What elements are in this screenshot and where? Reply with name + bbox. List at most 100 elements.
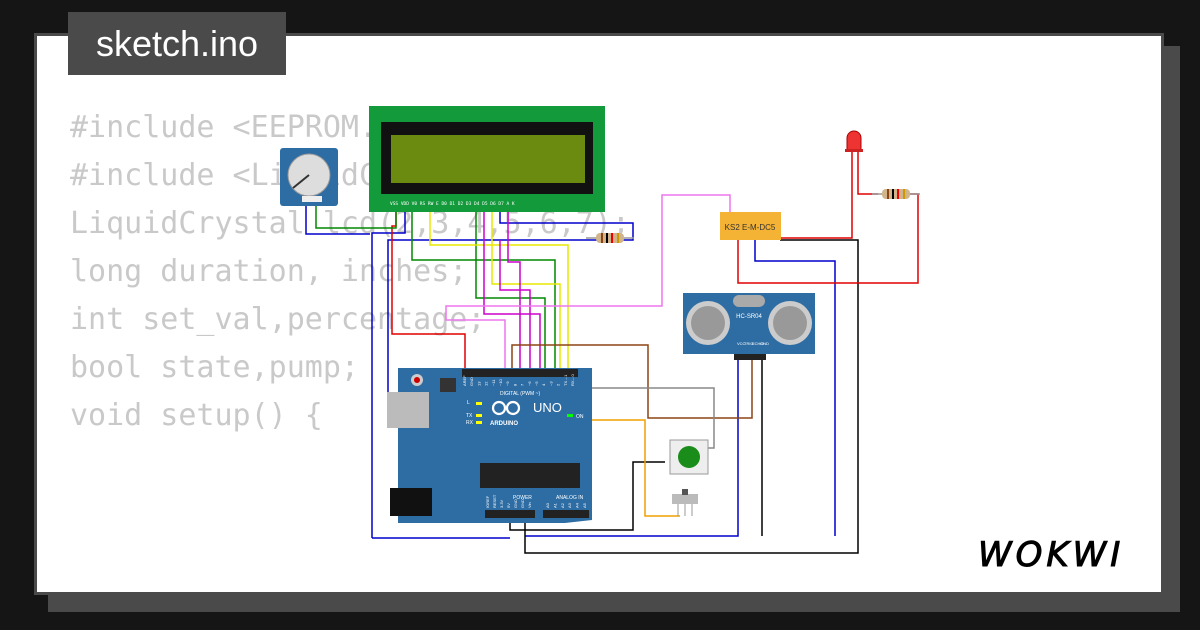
- switch-body: [672, 494, 698, 504]
- analog-pin-label: A2: [560, 502, 565, 508]
- digital-pin-label: 7: [520, 383, 525, 386]
- resistor: [872, 189, 920, 199]
- logo-text: WOKWI: [978, 535, 1124, 575]
- switch-lever[interactable]: [682, 489, 688, 495]
- file-title: sketch.ino: [68, 12, 286, 75]
- analog-header: [543, 510, 589, 518]
- analog-label: ANALOG IN: [556, 495, 584, 501]
- lcd-pin-labels: VSS VDD V0 RS RW E D0 D1 D2 D3 D4 D5 D6 …: [390, 201, 515, 207]
- icsp-header: [440, 378, 456, 392]
- reset-button-cap: [414, 377, 420, 383]
- wire: [499, 240, 531, 368]
- digital-pin-label: ~6: [527, 381, 532, 386]
- wire: [371, 206, 406, 538]
- power-pin-label: 5V: [506, 503, 511, 508]
- power-pin-label: RESET: [492, 494, 497, 508]
- wire: [387, 206, 634, 428]
- power-pin-label: 3.3V: [499, 499, 504, 508]
- led-base: [845, 149, 863, 152]
- wire: [483, 206, 541, 368]
- status-led: [476, 414, 482, 417]
- push-button[interactable]: [669, 439, 709, 475]
- ultrasonic-sensor[interactable]: HC-SR04 VCC TRIG ECHO GND: [683, 293, 815, 360]
- digital-pin-label: ~3: [548, 381, 553, 386]
- digital-pin-label: RX←0: [570, 373, 575, 386]
- digital-header: [462, 369, 578, 377]
- button-cap[interactable]: [678, 446, 700, 468]
- led-label: L: [467, 400, 470, 406]
- wire: [507, 206, 521, 368]
- power-pin-label: IOREF: [485, 495, 490, 508]
- digital-pin-label: 4: [541, 383, 546, 386]
- wire: [429, 206, 569, 368]
- status-led: [476, 402, 482, 405]
- digital-pin-label: TX→1: [563, 374, 568, 386]
- digital-pin-label: 12: [484, 381, 489, 386]
- power-header: [485, 510, 535, 518]
- atmega-chip: [480, 463, 580, 488]
- lcd-screen: [391, 135, 585, 183]
- wire: [315, 195, 397, 229]
- relay-module[interactable]: KS2 E-M-DC5: [720, 212, 781, 240]
- wire: [578, 387, 715, 449]
- arduino-logo-icon: [491, 400, 521, 416]
- wire: [445, 194, 731, 368]
- code-line: void setup() {: [70, 398, 323, 433]
- wire: [391, 206, 466, 368]
- relay-body: [720, 212, 781, 240]
- wire: [475, 206, 546, 368]
- potentiometer-pins: [302, 196, 322, 202]
- analog-pin-label: A5: [582, 502, 587, 508]
- resistor: [586, 233, 634, 243]
- power-label: POWER: [513, 495, 532, 501]
- power-led: [567, 414, 573, 417]
- digital-pin-label: 2: [556, 383, 561, 386]
- wire: [491, 206, 561, 368]
- knob-indicator: [292, 174, 310, 189]
- power-pin-label: Vin: [527, 502, 532, 508]
- digital-pin-label: ~10: [498, 378, 503, 386]
- wire: [509, 461, 665, 531]
- led-label: TX: [466, 413, 473, 419]
- relay-label: KS2 E-M-DC5: [725, 223, 776, 232]
- led-body: [846, 130, 862, 151]
- wire: [511, 344, 753, 419]
- digital-pin-label: ~11: [491, 379, 496, 386]
- sonar-mesh: [691, 306, 725, 340]
- led-label: RX: [466, 420, 474, 426]
- slide-switch[interactable]: [672, 489, 698, 516]
- sonar-pin-label: TRIG: [744, 341, 754, 346]
- digital-pin-label: ~9: [505, 381, 510, 386]
- digital-pin-label: ~5: [534, 381, 539, 386]
- potentiometer[interactable]: [280, 148, 338, 206]
- digital-pin-label: GND: [469, 377, 474, 386]
- wire: [780, 152, 853, 239]
- power-pin-label: GND: [520, 499, 525, 508]
- lcd-display[interactable]: VSS VDD V0 RS RW E D0 D1 D2 D3 D4 D5 D6 …: [369, 106, 605, 212]
- arduino-uno[interactable]: DIGITAL (PWM ~) UNO ARDUINO L TX RX ON P…: [387, 368, 592, 523]
- power-jack: [390, 488, 432, 516]
- power-pin-label: GND: [513, 499, 518, 508]
- wokwi-logo-icon: WOKWI: [978, 535, 1124, 576]
- wire: [857, 152, 878, 195]
- digital-pin-label: 8: [512, 383, 517, 386]
- sonar-label: HC-SR04: [736, 314, 762, 320]
- on-label: ON: [576, 414, 584, 420]
- arduino-label: ARDUINO: [490, 421, 518, 427]
- digital-label: DIGITAL (PWM ~): [500, 391, 540, 397]
- wire: [754, 240, 836, 536]
- red-led[interactable]: [845, 130, 863, 152]
- analog-pin-label: A0: [545, 502, 550, 508]
- digital-pin-label: 13: [476, 381, 481, 386]
- analog-pin-label: A4: [575, 502, 580, 508]
- code-line: bool state,pump;: [70, 350, 359, 385]
- wire: [305, 195, 370, 235]
- sonar-pin-label: VCC: [737, 341, 746, 346]
- usb-port: [387, 392, 429, 428]
- sonar-mesh: [773, 306, 807, 340]
- sonar-crystal: [733, 295, 765, 307]
- analog-pin-label: A3: [567, 502, 572, 508]
- sonar-pin-label: ECHO: [752, 341, 764, 346]
- wire: [524, 239, 859, 554]
